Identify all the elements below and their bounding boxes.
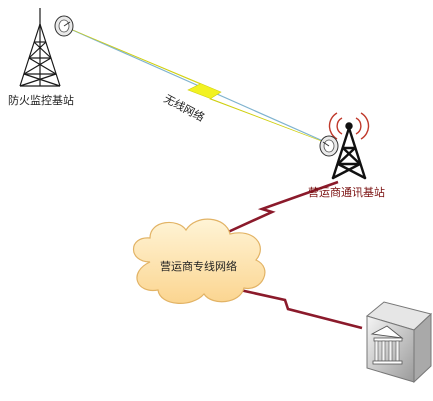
wired-link-cloud-server: [239, 288, 363, 330]
fire-station-dish-icon: [54, 15, 74, 37]
carrier-station-dish-icon: [319, 135, 339, 157]
carrier-station-tower-icon: [331, 122, 367, 180]
server-icon: [365, 301, 433, 384]
wired-link-station-cloud: [227, 180, 339, 234]
carrier-network-cloud-icon: [133, 218, 266, 304]
carrier-network-label: 营运商专线网络: [160, 259, 237, 273]
carrier-station-signal-icon: [328, 112, 370, 140]
wireless-link-label: 无线网络: [162, 91, 207, 124]
fire-station-tower-icon: [19, 8, 61, 87]
carrier-station-label: 营运商通讯基站: [308, 185, 385, 199]
fire-station-label: 防火监控基站: [8, 93, 74, 107]
